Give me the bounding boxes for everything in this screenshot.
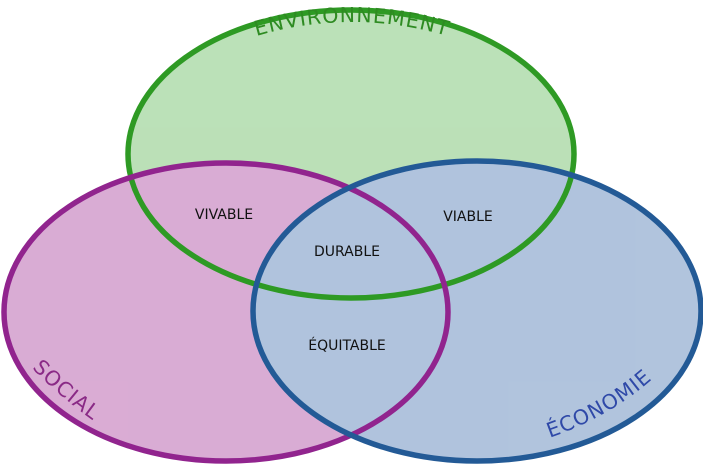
intersection-label-vivable: VIVABLE [195,207,253,223]
circle-outlines [1,7,703,464]
circle-fills [4,10,701,461]
environment-outline [125,7,577,301]
intersection-label-equitable: ÉQUITABLE [308,337,386,354]
intersection-label-viable: VIABLE [443,209,493,225]
intersection-label-durable: DURABLE [314,244,380,260]
economy-outline [250,158,703,464]
social-outline [1,160,451,464]
economy-circle [253,161,701,461]
